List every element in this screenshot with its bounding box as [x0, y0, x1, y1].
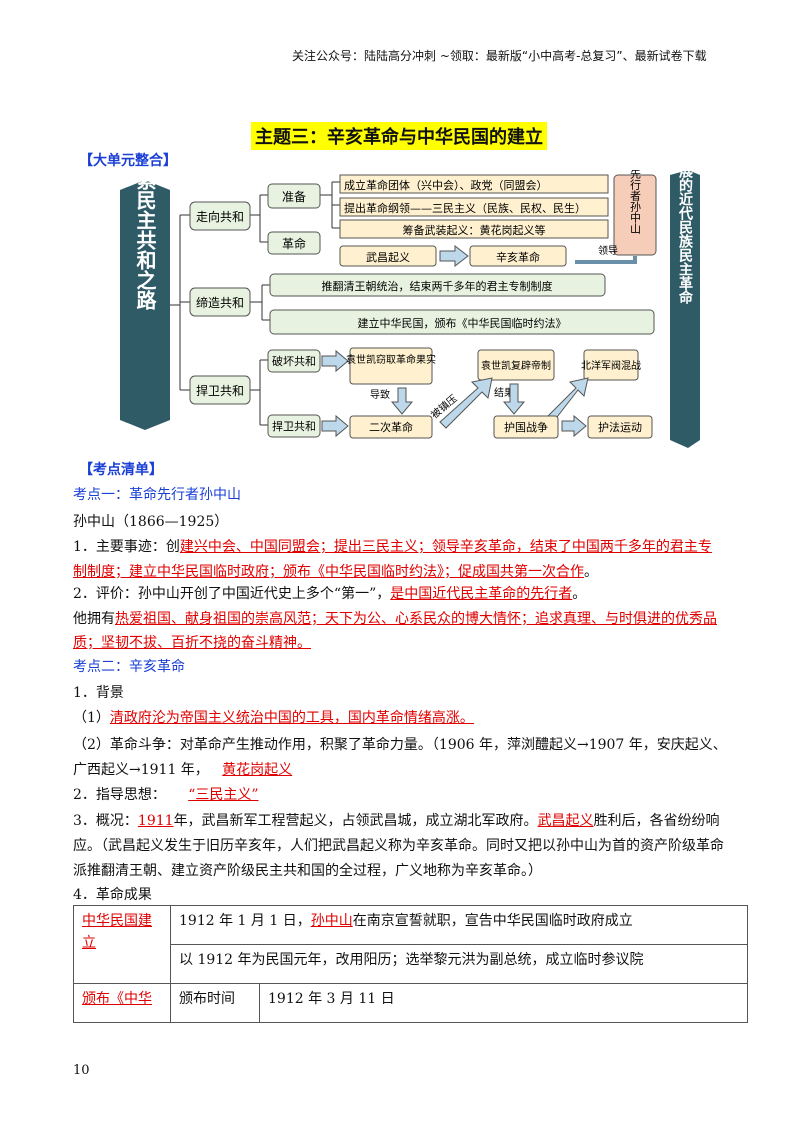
- box-beiyang: [583, 349, 639, 381]
- box-pohuai: [267, 349, 321, 373]
- label-huguo: 护国战争: [504, 420, 548, 434]
- arrow-7: [321, 414, 349, 438]
- label-b2: 提出革命纲领——三民主义（民族、民权、民生）: [344, 201, 586, 215]
- box-jianli: [269, 309, 655, 335]
- box-hufa: [587, 415, 653, 439]
- table-row: 颁布《中华 颁布时间 1912 年 3 月 11 日: [73, 983, 748, 1023]
- box-huguo: [493, 415, 559, 439]
- arrow-5: [439, 377, 493, 429]
- kaodian-1: 考点一：革命先行者孙中山: [73, 487, 241, 503]
- left-label: 探索民主共和之路: [133, 170, 157, 311]
- arrow-3: [390, 387, 414, 415]
- label-pohuai: 破坏共和: [272, 354, 316, 368]
- box-zouxiang: [189, 201, 251, 231]
- box-tuifan: [269, 273, 606, 297]
- box-dizao: [189, 287, 251, 317]
- table-cell: 颁布《中华: [73, 983, 171, 1023]
- box-b2: [339, 197, 609, 217]
- label-zhunbei: 准备: [282, 190, 306, 204]
- table-cell: 1912 年 3 月 11 日: [259, 983, 748, 1023]
- label-xinhai: 辛亥革命: [496, 250, 540, 264]
- label-yuanqu: 袁世凯窃取革命果实: [346, 353, 436, 366]
- box-xinhai: [469, 245, 567, 267]
- arrow-2: [321, 349, 349, 373]
- box-wuchang: [339, 245, 437, 267]
- label-b1: 成立革命团体（兴中会）、政党（同盟会）: [344, 178, 548, 192]
- label-daozhi: 导致: [370, 388, 390, 401]
- background-2: （2）革命斗争：对革命产生推动作用，积聚了革命力量。（1906 年，萍浏醴起义→…: [73, 737, 727, 778]
- label-b3: 筹备武装起义：黄花岗起义等: [403, 223, 546, 237]
- label-zouxiang: 走向共和: [196, 209, 244, 224]
- page-title: 主题三：辛亥革命与中华民国的建立: [251, 122, 547, 150]
- sun-years: 孙中山（1866—1925）: [73, 514, 229, 530]
- box-xianxing: [613, 174, 657, 256]
- section-unit-integration: 【大单元整合】: [79, 153, 177, 169]
- results-heading: 4．革命成果: [73, 887, 152, 903]
- table-cell: 颁布时间: [170, 983, 260, 1023]
- label-geming: 革命: [282, 236, 306, 251]
- box-geming: [267, 231, 321, 255]
- right-label: 大概念：曲折发展的近代民族民主革命: [677, 170, 694, 305]
- right-hexagon: [670, 170, 700, 448]
- kaodian-2: 考点二：辛亥革命: [73, 659, 185, 675]
- arrow-1: [439, 244, 469, 268]
- label-hanwei: 捍卫共和: [196, 384, 244, 398]
- concept-diagram: 探索民主共和之路 大概念：曲折发展的近代民族民主革命 走向共和 缔造共和 捍卫共…: [120, 170, 700, 448]
- label-beiyang: 北洋军阀混战: [581, 359, 641, 372]
- deeds: 1．主要事迹：创建兴中会、中国同盟会；提出三民主义；领导辛亥革命，结束了中国两千…: [73, 539, 712, 580]
- guiding-thought: 2．指导思想： “三民主义”: [73, 787, 259, 803]
- table-row: 中华民国建立 1912 年 1 月 1 日，孙中山在南京宣誓就职，宣告中华民国临…: [73, 905, 748, 984]
- label-wuchang: 武昌起义: [366, 251, 410, 264]
- page-number: 10: [73, 1063, 90, 1078]
- background-1: （1）清政府沦为帝国主义统治中国的工具，国内革命情绪高涨。: [73, 710, 474, 726]
- label-jieguo: 结果: [494, 386, 514, 399]
- box-yuanfu: [477, 349, 555, 381]
- box-zhunbei: [267, 183, 321, 209]
- arrow-4: [502, 383, 526, 415]
- overview: 3．概况：1911年，武昌新军工程营起义，占领武昌城，成立湖北军政府。武昌起义胜…: [73, 813, 724, 879]
- qualities: 他拥有热爱祖国、献身祖国的崇高风范；天下为公、心系民众的博大情怀；追求真理、与时…: [73, 611, 717, 651]
- background-heading: 1．背景: [73, 685, 124, 701]
- arrow-lingdao: [575, 256, 637, 264]
- label-erci: 二次革命: [369, 420, 413, 434]
- box-yuanqu: [349, 347, 433, 385]
- label-hanwei2: 捍卫共和: [272, 419, 316, 433]
- label-lingdao: 领导: [598, 244, 618, 257]
- label-hufa: 护法运动: [598, 420, 642, 434]
- table-cell: 以 1912 年为民国元年，改用阳历；选举黎元洪为副总统，成立临时参议院: [170, 944, 748, 984]
- results-table: 中华民国建立 1912 年 1 月 1 日，孙中山在南京宣誓就职，宣告中华民国临…: [73, 905, 748, 1023]
- table-row: 以 1912 年为民国元年，改用阳历；选举黎元洪为副总统，成立临时参议院: [74, 944, 748, 984]
- table-cell: 中华民国建立: [73, 905, 171, 984]
- label-yuanfu: 袁世凯复辟帝制: [481, 359, 551, 372]
- box-b1: [339, 174, 609, 194]
- label-tuifan: 推翻清王朝统治，结束两千多年的君主专制制度: [322, 279, 553, 293]
- arrow-8: [561, 414, 587, 438]
- left-hexagon: [120, 180, 170, 430]
- box-erci: [349, 415, 433, 439]
- box-b3: [339, 219, 609, 239]
- label-jianli: 建立中华民国，颁布《中华民国临时约法》: [358, 316, 567, 330]
- box-hanwei2: [267, 414, 321, 438]
- table-cell: 1912 年 1 月 1 日，孙中山在南京宣誓就职，宣告中华民国临时政府成立: [170, 905, 748, 945]
- label-xianxing: 革命先行者孙中山: [629, 170, 642, 234]
- box-hanwei: [189, 375, 251, 405]
- label-dizao: 缔造共和: [196, 295, 244, 310]
- evaluation: 2．评价：孙中山开创了中国近代史上多个“第一”，是中国近代民主革命的先行者。: [73, 586, 587, 602]
- section-checklist: 【考点清单】: [79, 462, 163, 478]
